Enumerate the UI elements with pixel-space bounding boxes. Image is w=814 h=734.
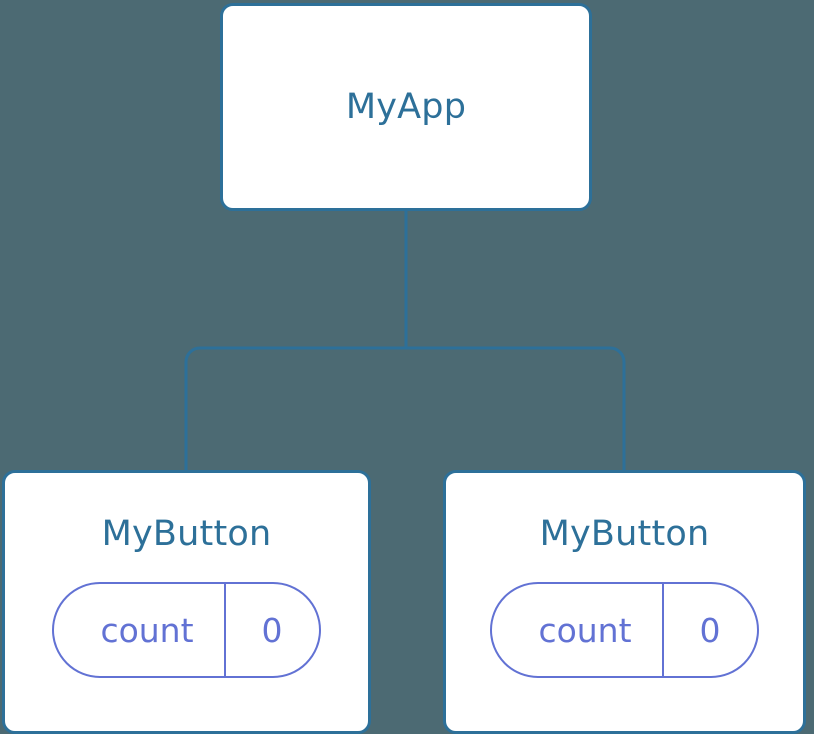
state-pill-1-key: count [100, 610, 194, 650]
node-myapp[interactable]: MyApp [220, 3, 592, 211]
state-pill-2-key: count [538, 610, 632, 650]
edge-branch-right [406, 346, 626, 474]
node-mybutton-1[interactable]: MyButton count 0 [2, 470, 371, 734]
state-pill-1[interactable]: count 0 [52, 582, 321, 678]
node-mybutton-1-label: MyButton [101, 514, 272, 554]
node-mybutton-2[interactable]: MyButton count 0 [443, 470, 806, 734]
edge-branch-left [184, 346, 406, 474]
state-pill-1-value: 0 [223, 584, 319, 676]
state-pill-2[interactable]: count 0 [490, 582, 759, 678]
state-pill-2-value: 0 [661, 584, 757, 676]
node-mybutton-2-label: MyButton [539, 514, 710, 554]
node-myapp-label: MyApp [345, 86, 467, 127]
